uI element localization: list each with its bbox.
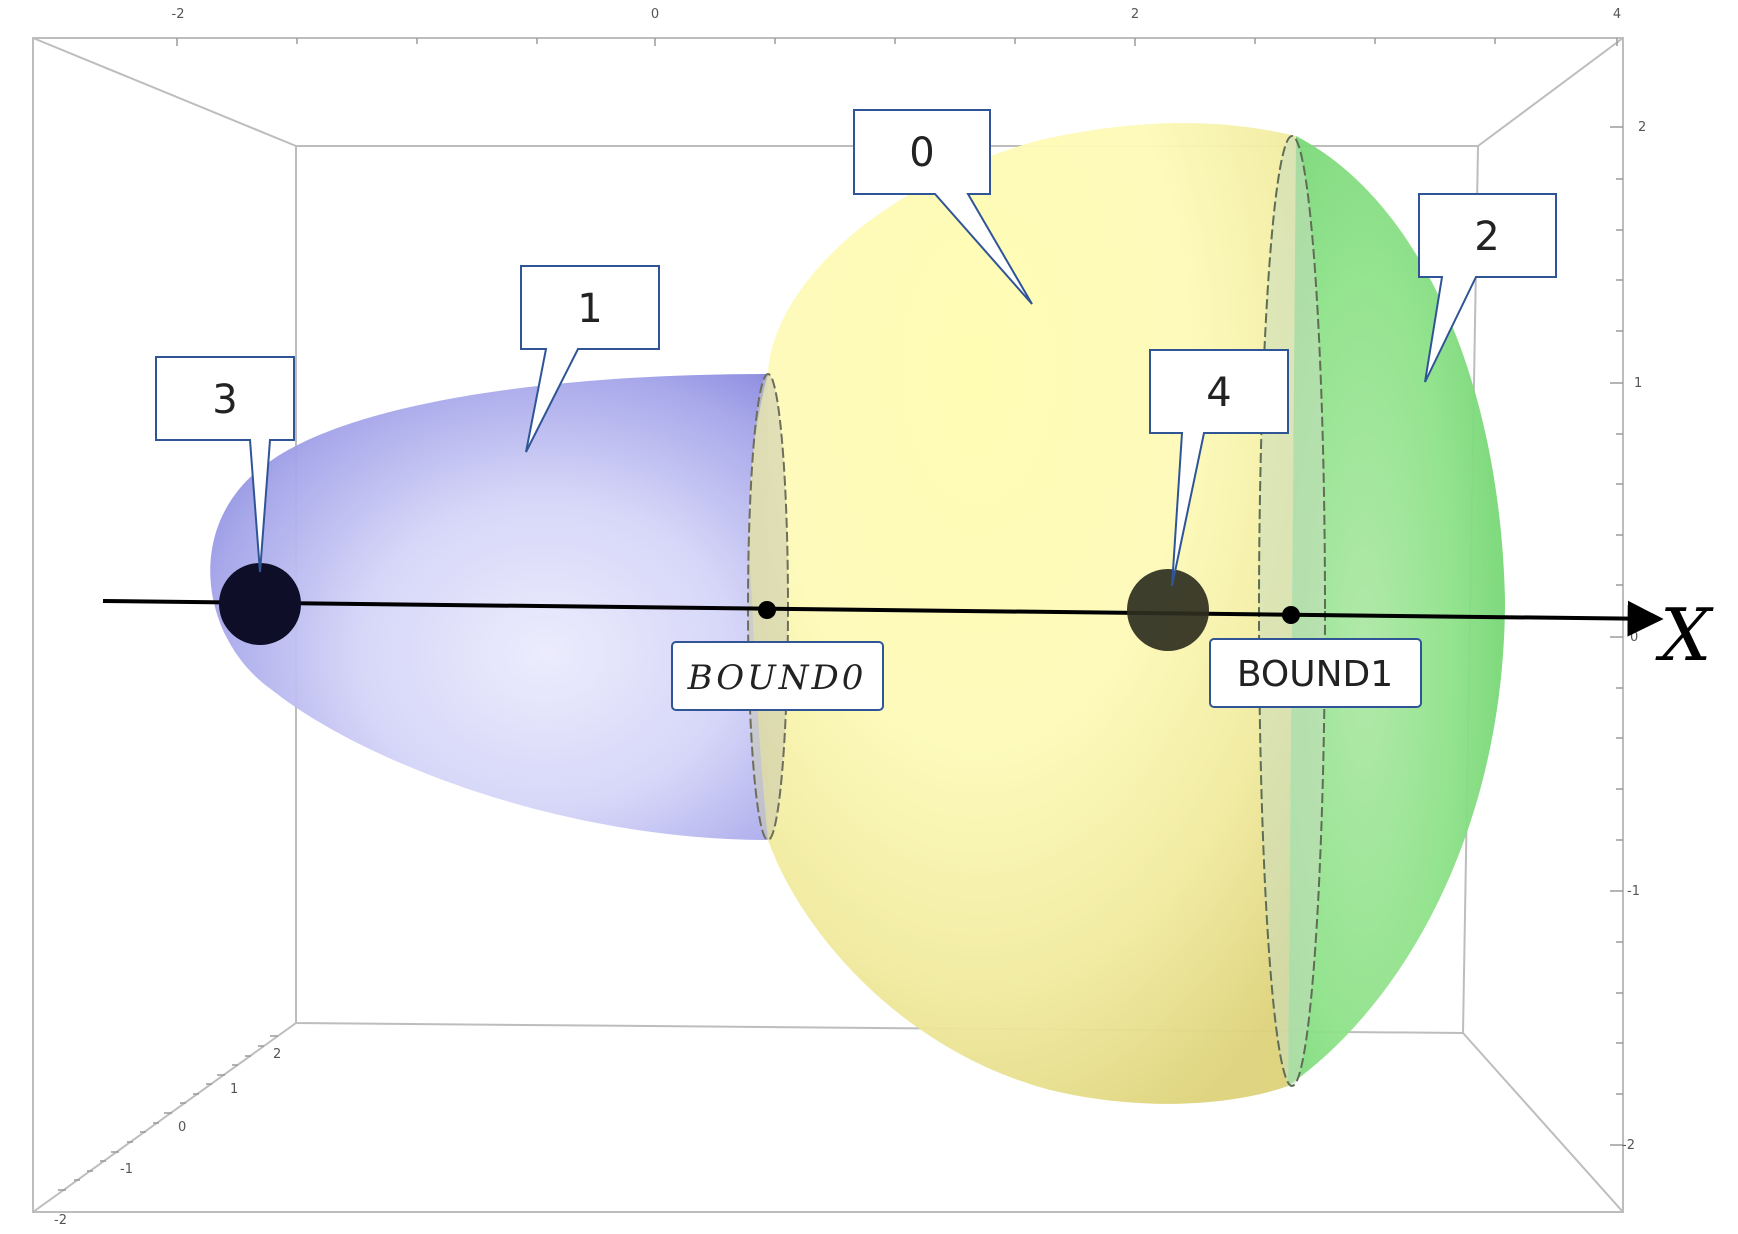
svg-text:0: 0 [651, 7, 659, 22]
svg-text:3: 3 [212, 377, 237, 423]
svg-text:-2: -2 [1622, 1138, 1635, 1153]
callout-1: 1 [520, 265, 660, 453]
bound0-point [758, 601, 776, 619]
point-4-sphere [1127, 569, 1209, 651]
svg-text:-2: -2 [54, 1213, 67, 1228]
svg-text:0: 0 [1630, 630, 1638, 645]
svg-text:2: 2 [1474, 214, 1499, 260]
svg-text:1: 1 [1634, 376, 1642, 391]
svg-text:2: 2 [273, 1047, 281, 1062]
bound0-label: BOUND0 [671, 641, 884, 711]
callout-0: 0 [853, 109, 1033, 305]
svg-text:-2: -2 [172, 7, 185, 22]
svg-text:BOUND0: BOUND0 [687, 658, 867, 698]
top-tick-marks [176, 38, 1618, 46]
bound1-point [1282, 606, 1300, 624]
svg-text:2: 2 [1638, 120, 1646, 135]
depth-tick-labels: 2 1 0 -1 -2 [54, 1047, 281, 1228]
svg-text:4: 4 [1206, 370, 1231, 416]
svg-text:4: 4 [1613, 7, 1621, 22]
svg-text:0: 0 [178, 1120, 186, 1135]
region-2-cap [1288, 136, 1505, 1086]
callout-4: 4 [1149, 349, 1289, 587]
callout-2: 2 [1418, 193, 1557, 383]
svg-text:0: 0 [909, 130, 934, 176]
depth-tick-marks [58, 1035, 278, 1191]
svg-text:1: 1 [577, 286, 602, 332]
top-tick-labels: -2 0 2 4 [172, 7, 1622, 22]
svg-text:BOUND1: BOUND1 [1237, 654, 1393, 695]
svg-text:-1: -1 [120, 1162, 133, 1177]
svg-text:-1: -1 [1627, 884, 1640, 899]
x-axis-label: X [1655, 593, 1714, 677]
bound1-label: BOUND1 [1209, 638, 1422, 708]
right-tick-marks [1610, 126, 1623, 1146]
callout-3: 3 [155, 356, 295, 573]
x-axis-line [102, 599, 1664, 637]
point-3-sphere [219, 563, 301, 645]
svg-text:2: 2 [1131, 7, 1139, 22]
right-tick-labels: 2 1 0 -1 -2 [1622, 120, 1646, 1153]
svg-text:1: 1 [230, 1082, 238, 1097]
